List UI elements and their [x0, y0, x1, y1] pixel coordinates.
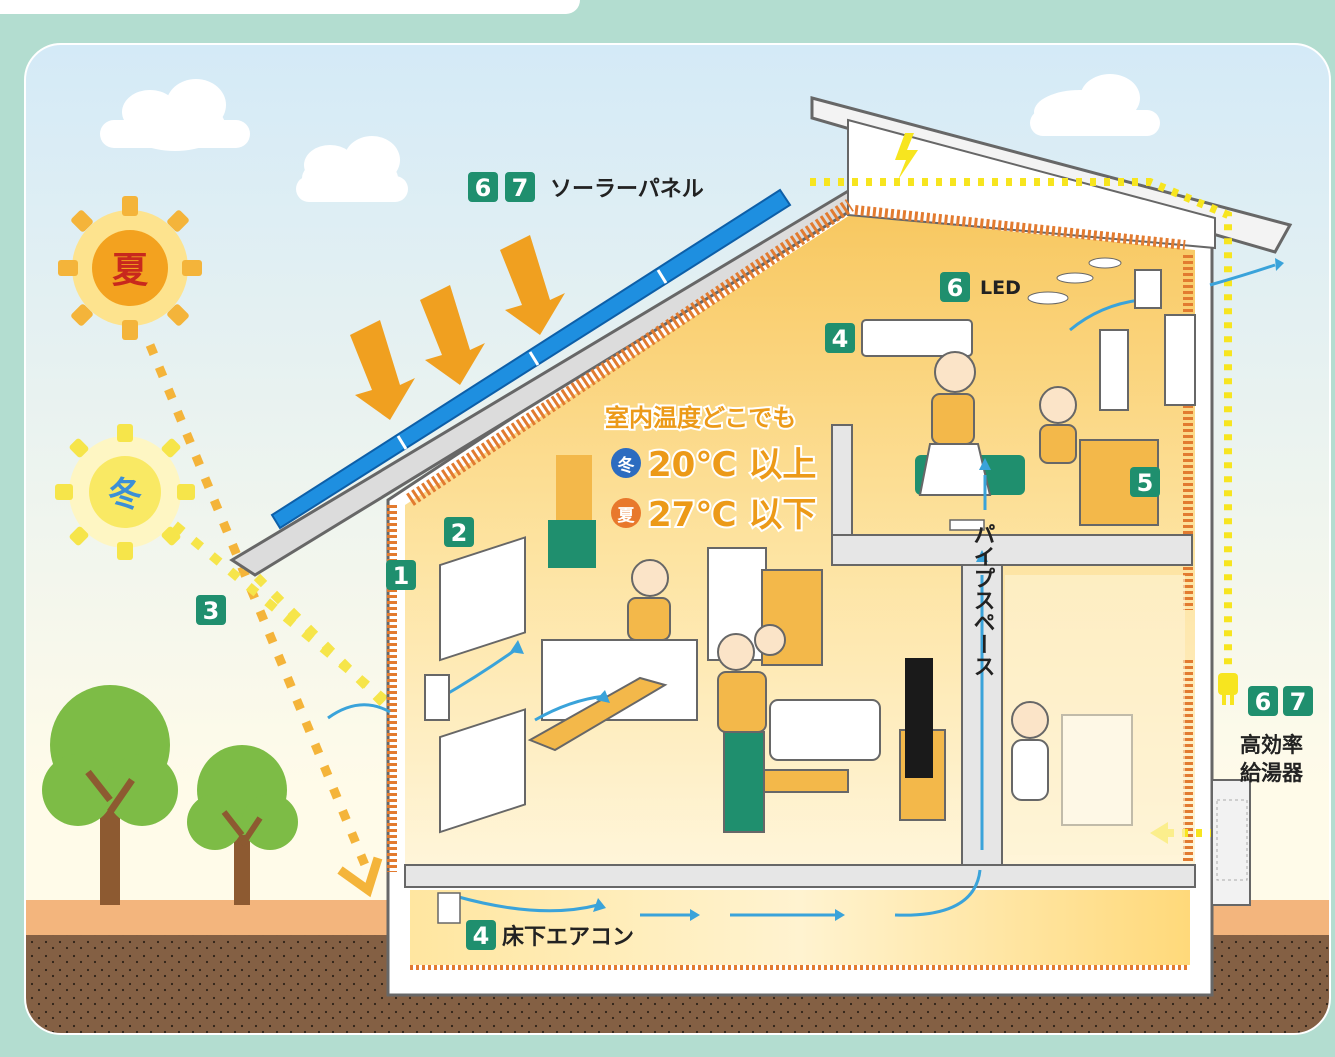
badge-3: 3 [196, 595, 226, 625]
top-tab-strip [0, 0, 580, 14]
badge-1: 1 [386, 560, 416, 590]
svg-text:4: 4 [832, 325, 849, 353]
badge-4-floor: 4 [466, 920, 496, 950]
summer-sun-icon: 夏 [58, 196, 202, 340]
badge-6-heater: 6 [1248, 686, 1278, 716]
cloud-icon [100, 79, 250, 151]
badge-4-ac: 4 [825, 323, 855, 353]
lightning-icon [895, 133, 918, 180]
water-heater-label-line1: 高効率 [1240, 733, 1303, 757]
svg-text:5: 5 [1137, 469, 1154, 497]
svg-text:3: 3 [203, 597, 220, 625]
svg-text:2: 2 [451, 519, 468, 547]
badge-7-heater: 7 [1283, 686, 1313, 716]
summer-sun-label: 夏 [112, 250, 149, 291]
svg-text:4: 4 [473, 922, 490, 950]
svg-text:冬: 冬 [618, 455, 635, 476]
svg-text:1: 1 [393, 562, 410, 590]
svg-text:夏: 夏 [618, 506, 636, 526]
underfloor-ac-label: 床下エアコン [502, 924, 634, 950]
badge-6-solar: 6 [468, 172, 498, 202]
cloud-icon [296, 136, 408, 202]
badge-5: 5 [1130, 467, 1160, 497]
winter-sun-label: 冬 [108, 475, 142, 515]
svg-text:7: 7 [1290, 688, 1307, 716]
plug-icon [1218, 673, 1238, 705]
solar-panel-label: ソーラーパネル [550, 177, 704, 202]
solar-panel [270, 188, 792, 530]
badge-2: 2 [444, 517, 474, 547]
indoor-temperature-title: 室内温度どこでも [605, 404, 796, 432]
summer-badge-icon: 夏 [611, 498, 641, 528]
badge-6-led: 6 [940, 272, 970, 302]
pipe-space-label: パイプスペース [970, 523, 996, 677]
led-label: LED [980, 277, 1021, 299]
tree-icon [187, 745, 298, 905]
summer-temperature: 27℃ 以下 [648, 495, 816, 535]
tree-icon [42, 685, 178, 905]
svg-text:6: 6 [947, 274, 964, 302]
winter-badge-icon: 冬 [611, 448, 641, 478]
winter-sun-icon: 冬 [55, 424, 195, 560]
svg-text:6: 6 [475, 174, 492, 202]
badge-7-solar: 7 [505, 172, 535, 202]
cloud-icon [1030, 74, 1160, 136]
svg-text:7: 7 [512, 174, 529, 202]
winter-temperature: 20℃ 以上 [648, 445, 816, 485]
svg-text:6: 6 [1255, 688, 1272, 716]
water-heater-label-line2: 給湯器 [1240, 761, 1304, 785]
